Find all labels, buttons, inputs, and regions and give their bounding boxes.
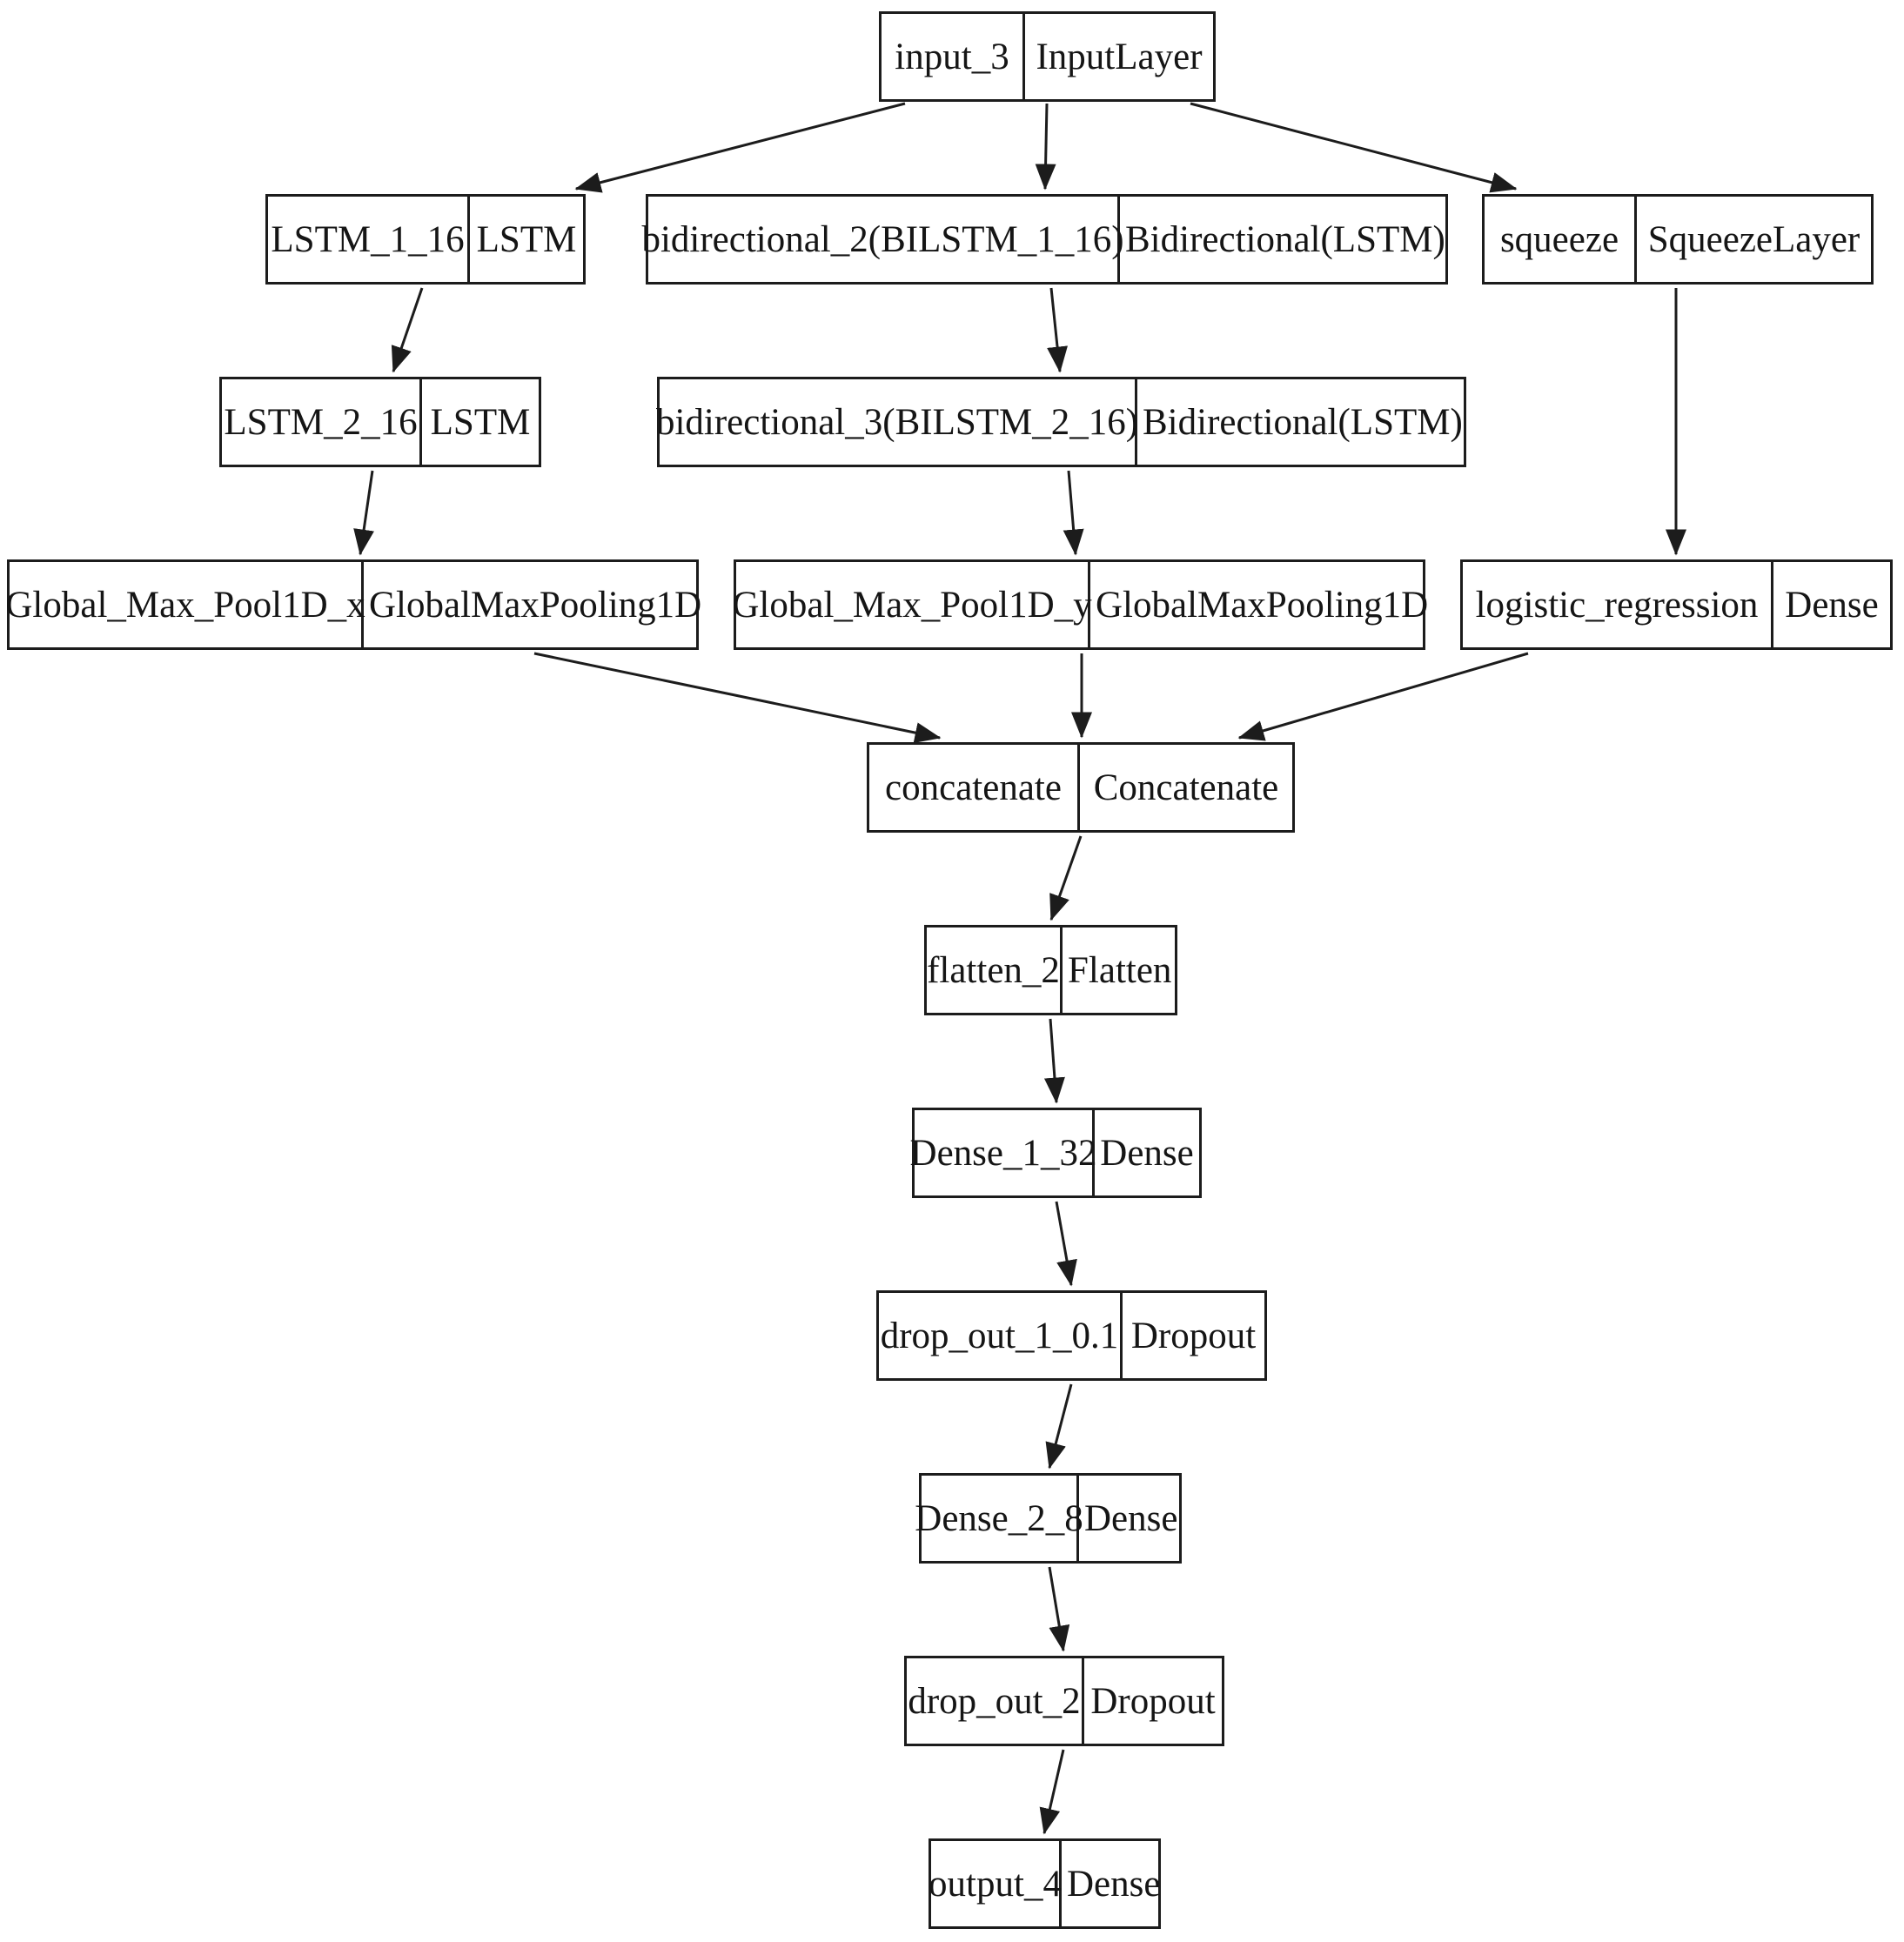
node-global-max-pool1d-y: Global_Max_Pool1D_y GlobalMaxPooling1D xyxy=(732,559,1428,650)
edge-flatten-to-dense1 xyxy=(1043,1018,1065,1104)
edge-input-to-bilstm2 xyxy=(1035,103,1056,191)
layer-type: Bidirectional(LSTM) xyxy=(1125,218,1445,260)
edge-dropout2-to-output xyxy=(1039,1749,1065,1835)
layer-type: Dropout xyxy=(1090,1680,1216,1722)
edge-input-to-lstm1 xyxy=(574,102,906,193)
node-lstm-2-16: LSTM_2_16 LSTM xyxy=(219,377,541,467)
layer-name: bidirectional_3(BILSTM_2_16) xyxy=(656,379,1138,465)
node-logistic-regression: logistic_regression Dense xyxy=(1460,559,1893,650)
layer-name: LSTM_2_16 xyxy=(222,379,422,465)
layer-type: Dense xyxy=(1100,1132,1194,1174)
layer-name: squeeze xyxy=(1485,197,1637,282)
node-bidirectional-3: bidirectional_3(BILSTM_2_16) Bidirection… xyxy=(656,377,1466,467)
node-dense-1-32: Dense_1_32 Dense xyxy=(910,1108,1202,1198)
layer-name: flatten_2 xyxy=(927,927,1063,1013)
layer-type: GlobalMaxPooling1D xyxy=(1096,584,1429,626)
edge-dropout1-to-dense2 xyxy=(1045,1383,1073,1470)
node-drop-out-2: drop_out_2 Dropout xyxy=(904,1656,1224,1746)
layer-name: input_3 xyxy=(882,14,1025,99)
layer-type: Flatten xyxy=(1068,949,1172,991)
layer-name: bidirectional_2(BILSTM_1_16) xyxy=(641,197,1124,282)
edge-dense1-to-dropout1 xyxy=(1055,1201,1077,1287)
layer-type: SqueezeLayer xyxy=(1647,218,1860,260)
edge-lstm2-to-gmpx xyxy=(353,470,374,556)
layer-type: Dropout xyxy=(1130,1315,1257,1356)
edge-dense2-to-dropout2 xyxy=(1048,1566,1070,1652)
layer-name: drop_out_2 xyxy=(907,1658,1084,1744)
layer-name: Dense_1_32 xyxy=(910,1110,1096,1195)
layer-type: GlobalMaxPooling1D xyxy=(369,584,702,626)
node-drop-out-1: drop_out_1_0.1 Dropout xyxy=(876,1290,1267,1381)
layer-type: LSTM xyxy=(476,218,577,260)
layer-type: LSTM xyxy=(430,401,531,443)
node-dense-2-8: Dense_2_8 Dense xyxy=(915,1473,1182,1564)
layer-type: Dense xyxy=(1067,1863,1161,1905)
node-global-max-pool1d-x: Global_Max_Pool1D_x GlobalMaxPooling1D xyxy=(5,559,701,650)
node-input-3: input_3 InputLayer xyxy=(879,11,1216,102)
edge-bilstm2-to-bilstm3 xyxy=(1047,287,1068,373)
layer-name: drop_out_1_0.1 xyxy=(879,1293,1123,1378)
layer-name: output_4 xyxy=(929,1841,1062,1926)
layer-name: concatenate xyxy=(869,745,1080,830)
node-bidirectional-2: bidirectional_2(BILSTM_1_16) Bidirection… xyxy=(641,194,1448,285)
layer-type: InputLayer xyxy=(1036,36,1203,77)
edge-lstm1-to-lstm2 xyxy=(391,287,424,373)
edge-input-to-squeeze xyxy=(1190,102,1518,193)
layer-type: Concatenate xyxy=(1093,767,1279,808)
node-lstm-1-16: LSTM_1_16 LSTM xyxy=(265,194,586,285)
layer-name: logistic_regression xyxy=(1463,562,1773,647)
node-output-4: output_4 Dense xyxy=(929,1838,1161,1929)
layer-name: LSTM_1_16 xyxy=(268,197,470,282)
node-flatten-2: flatten_2 Flatten xyxy=(924,925,1177,1015)
edge-concat-to-flatten xyxy=(1049,835,1083,921)
layer-type: Bidirectional(LSTM) xyxy=(1143,401,1463,443)
layer-type: Dense xyxy=(1785,584,1879,626)
edge-gmpx-to-concat xyxy=(533,652,942,743)
layer-name: Dense_2_8 xyxy=(915,1476,1083,1561)
layer-type: Dense xyxy=(1084,1497,1178,1539)
layer-name: Global_Max_Pool1D_x xyxy=(5,562,365,647)
edge-logreg-to-concat xyxy=(1237,652,1529,741)
node-squeeze: squeeze SqueezeLayer xyxy=(1482,194,1874,285)
layer-name: Global_Max_Pool1D_y xyxy=(732,562,1092,647)
edge-bilstm3-to-gmpy xyxy=(1063,470,1084,556)
node-concatenate: concatenate Concatenate xyxy=(867,742,1295,833)
